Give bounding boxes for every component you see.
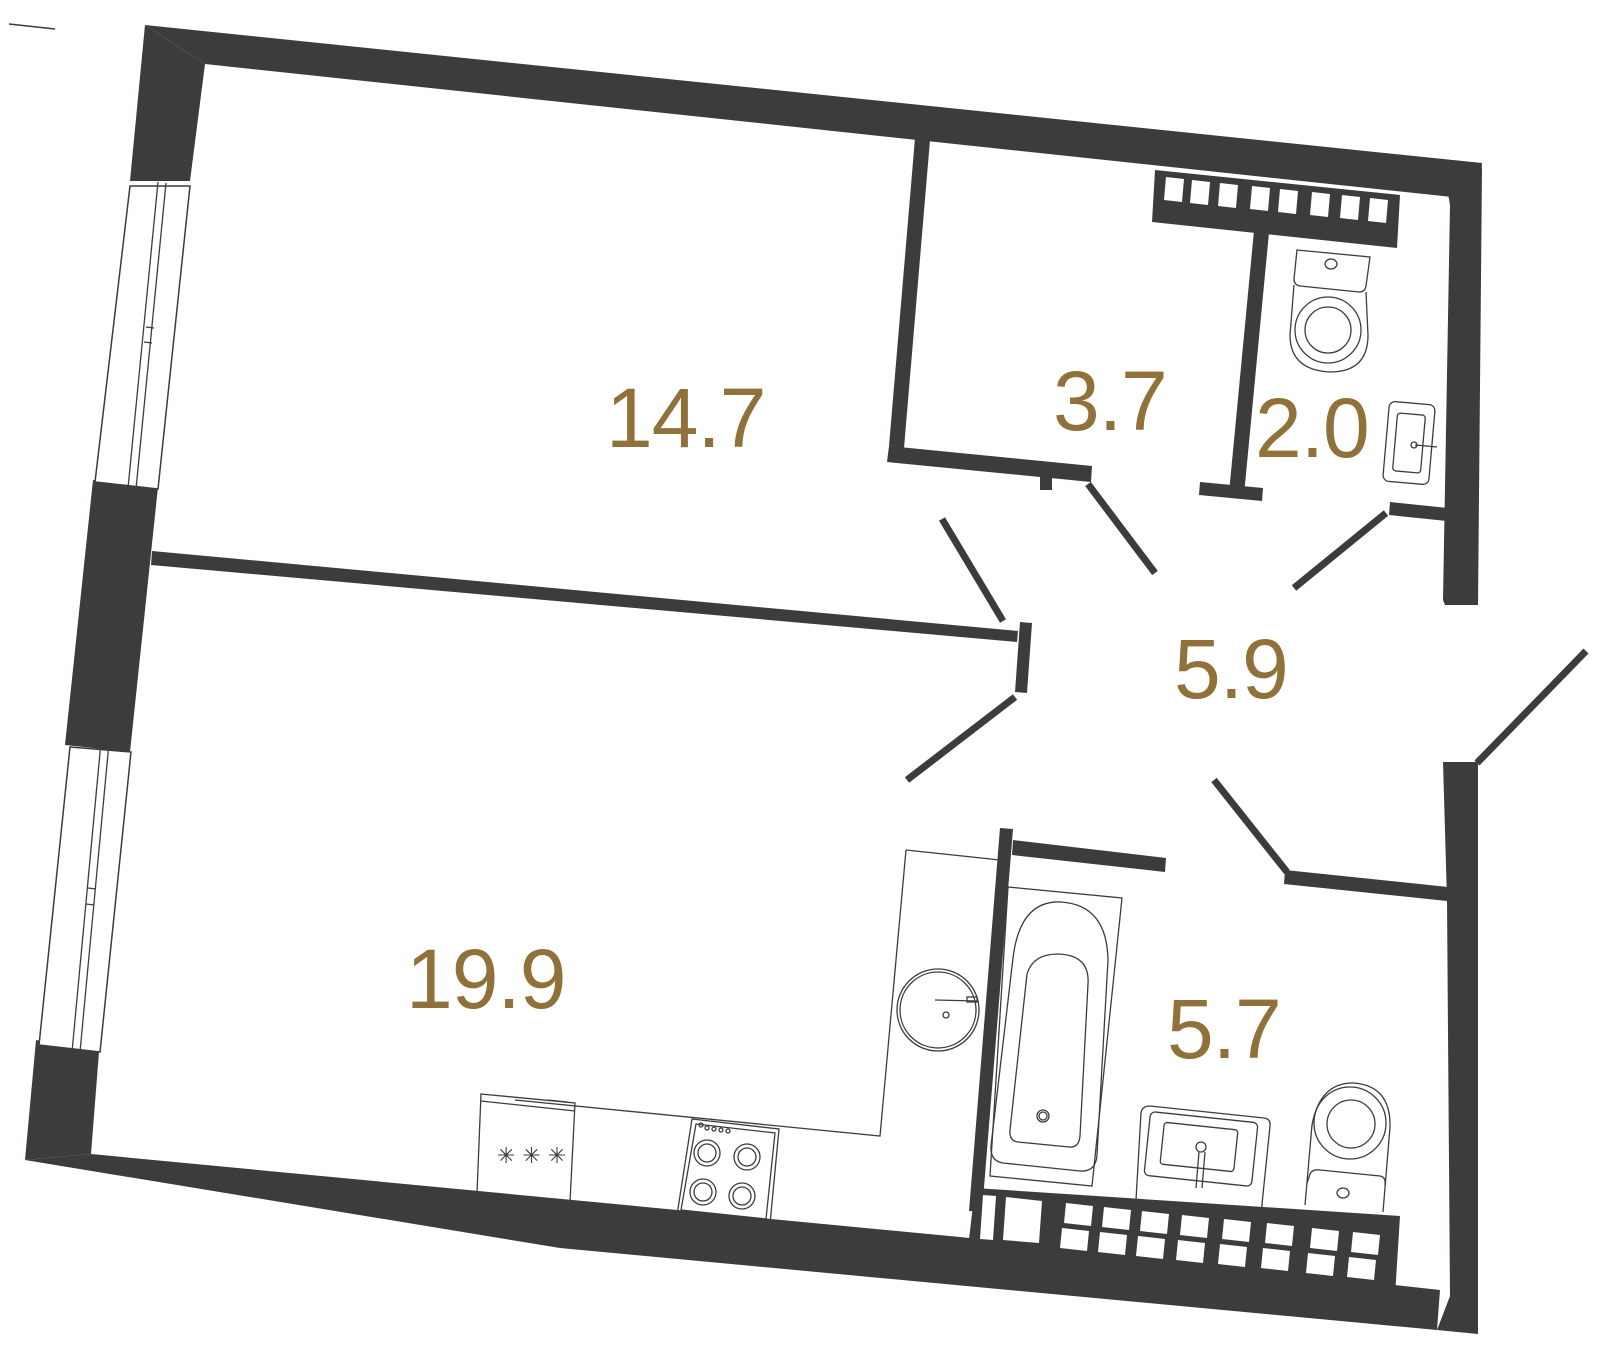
door-wc bbox=[1291, 510, 1389, 591]
door-bedroom bbox=[938, 517, 1007, 623]
outer-walls bbox=[25, 25, 1482, 1334]
hob-4-burners bbox=[676, 1118, 780, 1225]
interior-walls bbox=[151, 138, 1448, 1296]
vent-shaft-top bbox=[1164, 177, 1388, 223]
doors bbox=[904, 481, 1589, 875]
vent-shaft-bottom bbox=[980, 1195, 1380, 1280]
door-entrance bbox=[1474, 648, 1589, 766]
extractor-fan-icon: ✳ ✳ ✳ bbox=[497, 1144, 566, 1169]
kitchen-counter bbox=[476, 849, 1001, 1203]
room-area-bedroom: 14.7 bbox=[606, 371, 766, 465]
bathroom-toilet bbox=[1304, 1082, 1391, 1213]
door-bathroom bbox=[1211, 777, 1290, 875]
scale-mark bbox=[8, 23, 56, 30]
bathtub bbox=[989, 886, 1123, 1187]
room-area-wc: 2.0 bbox=[1255, 381, 1369, 475]
wc-toilet bbox=[1289, 249, 1371, 373]
room-area-bathroom: 5.7 bbox=[1167, 982, 1281, 1076]
door-living bbox=[904, 694, 1018, 783]
room-area-storage: 3.7 bbox=[1053, 354, 1167, 448]
round-sink bbox=[896, 968, 980, 1052]
bathroom-washbasin bbox=[1135, 1105, 1271, 1215]
wc-washbasin bbox=[1382, 400, 1438, 486]
window-living bbox=[38, 741, 132, 1053]
room-area-kitchen-living: 19.9 bbox=[406, 932, 566, 1026]
room-area-hallway: 5.9 bbox=[1174, 622, 1288, 716]
svg-text:✳ ✳ ✳: ✳ ✳ ✳ bbox=[497, 1144, 566, 1169]
door-storage bbox=[1085, 481, 1158, 576]
window-bedroom bbox=[94, 181, 191, 490]
